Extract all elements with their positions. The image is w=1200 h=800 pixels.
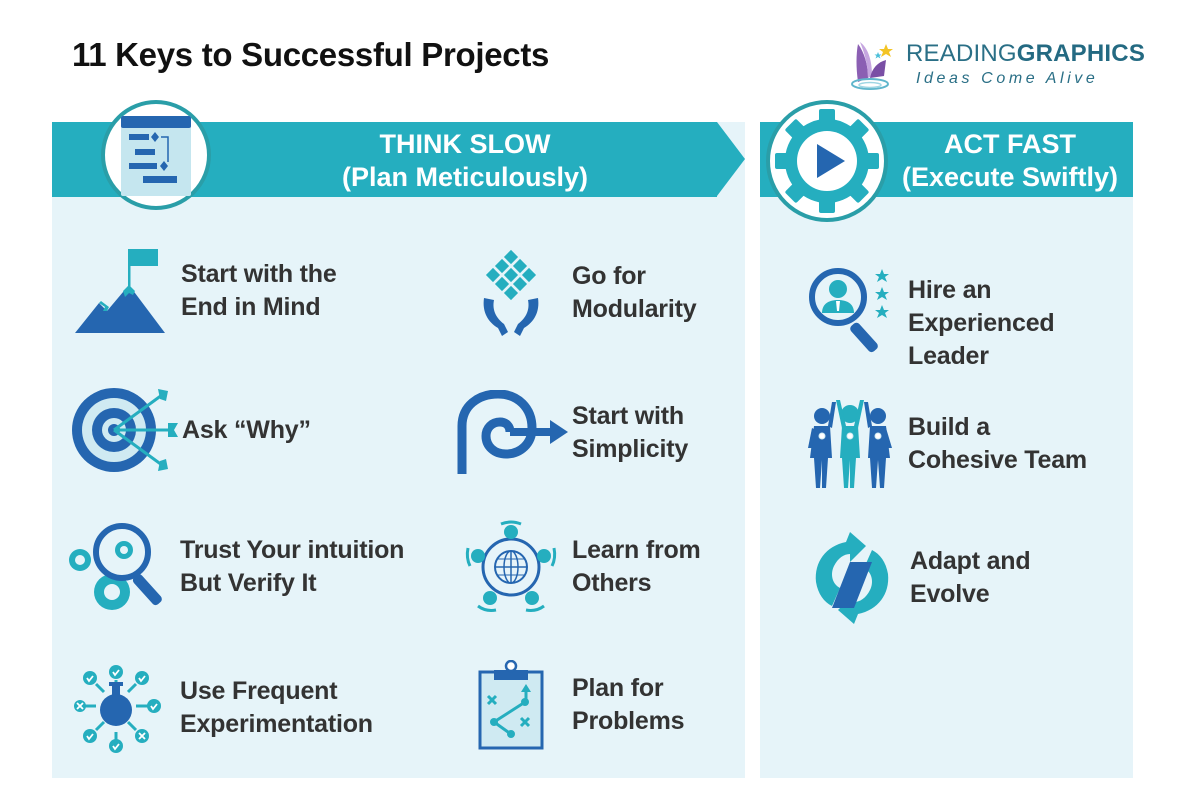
- act-fast-badge: [766, 100, 888, 222]
- readinggraphics-logo: READINGGRAPHICS Ideas Come Alive: [850, 38, 1145, 112]
- gear-play-icon: [775, 109, 879, 213]
- logo-name: READINGGRAPHICS: [906, 40, 1146, 67]
- key-label: Adapt and Evolve: [910, 547, 1031, 608]
- key-use-frequent-experimentation: Use Frequent Experimentation: [74, 660, 373, 756]
- target-arrows-icon: [72, 388, 178, 472]
- think-slow-header-arrow: [717, 122, 745, 196]
- key-label: Hire an Experienced Leader: [908, 276, 1055, 370]
- logo-tagline: Ideas Come Alive: [916, 70, 1099, 87]
- clipboard-plan-icon: [478, 660, 544, 750]
- key-label: Learn from Others: [572, 536, 701, 597]
- magnifier-person-stars-icon: [809, 267, 889, 352]
- think-slow-badge: [101, 100, 211, 210]
- key-learn-from-others: Learn from Others: [464, 520, 701, 614]
- spiral-arrow-icon: [457, 390, 568, 474]
- gears-magnifier-icon: [69, 523, 162, 610]
- flask-experiments-icon: [74, 665, 161, 753]
- think-slow-heading: THINK SLOW (Plan Meticulously): [341, 129, 589, 192]
- mountain-flag-icon: [75, 249, 165, 333]
- key-label: Plan for Problems: [572, 674, 685, 735]
- key-start-with-simplicity: Start with Simplicity: [454, 390, 688, 476]
- book-butterfly-logo-icon: [851, 42, 893, 90]
- think-slow-panel: [52, 122, 745, 778]
- team-celebrate-icon: [808, 400, 892, 488]
- hands-modules-icon: [483, 249, 539, 336]
- key-label: Ask “Why”: [182, 415, 311, 444]
- key-build-cohesive-team: Build a Cohesive Team: [806, 398, 1087, 490]
- gantt-chart-icon: [121, 116, 191, 196]
- cycle-arrows-icon: [815, 532, 889, 624]
- key-start-with-end-in-mind: Start with the End in Mind: [75, 245, 337, 337]
- key-label: Start with the End in Mind: [181, 260, 337, 321]
- key-plan-for-problems: Plan for Problems: [478, 660, 685, 750]
- act-fast-heading: ACT FAST (Execute Swiftly): [901, 129, 1119, 192]
- page-title: 11 Keys to Successful Projects: [72, 36, 550, 73]
- key-hire-experienced-leader: Hire an Experienced Leader: [806, 250, 1055, 373]
- people-globe-icon: [465, 520, 557, 612]
- key-label: Trust Your intuition But Verify It: [180, 536, 405, 597]
- key-label: Start with Simplicity: [572, 402, 689, 463]
- key-label: Go for Modularity: [572, 262, 697, 323]
- key-label: Build a Cohesive Team: [908, 413, 1087, 474]
- key-ask-why: Ask “Why”: [68, 385, 311, 475]
- key-adapt-and-evolve: Adapt and Evolve: [806, 532, 1031, 624]
- key-go-for-modularity: Go for Modularity: [480, 248, 697, 338]
- key-trust-intuition-verify: Trust Your intuition But Verify It: [66, 520, 404, 614]
- key-label: Use Frequent Experimentation: [180, 677, 373, 738]
